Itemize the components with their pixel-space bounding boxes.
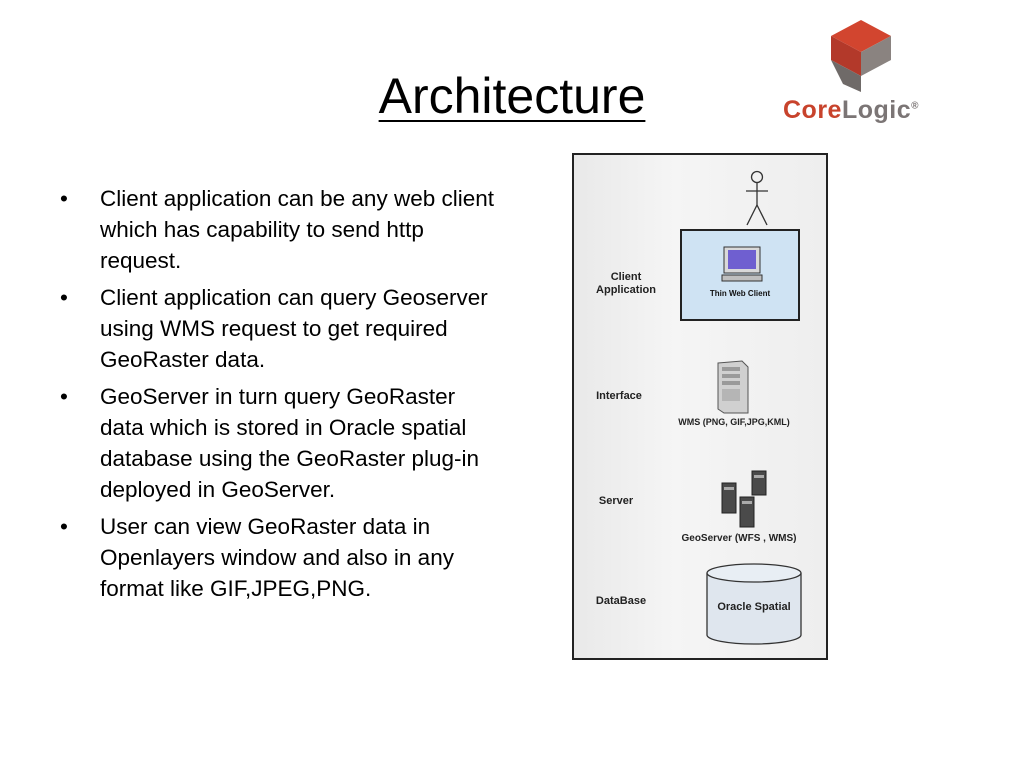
corelogic-logo: CoreLogic®: [783, 16, 943, 134]
bullet-glyph: •: [60, 186, 68, 211]
server-tower-icon: [717, 360, 749, 414]
label-database: DataBase: [595, 595, 647, 607]
bullet-item: • User can view GeoRaster data in Openlay…: [58, 511, 498, 604]
bullet-text: Client application can be any web client…: [100, 186, 494, 273]
server-cluster-icon: [721, 470, 767, 528]
database-cylinder-icon: [706, 563, 802, 645]
bullet-item: • GeoServer in turn query GeoRaster data …: [58, 381, 498, 505]
wms-label: WMS (PNG, GIF,JPG,KML): [678, 417, 790, 427]
geoserver-label: GeoServer (WFS , WMS): [681, 533, 797, 544]
slide-title: Architecture: [378, 68, 646, 124]
label-interface: Interface: [596, 390, 642, 402]
logo-core-text: Core: [783, 96, 842, 124]
architecture-diagram: Client Application Thin Web Client Inter…: [572, 153, 828, 660]
bullet-item: • Client application can be any web clien…: [58, 183, 498, 276]
client-box: Thin Web Client: [680, 229, 800, 321]
label-client-application: Client Application: [596, 271, 656, 296]
oracle-spatial-label: Oracle Spatial: [717, 601, 791, 613]
bullet-glyph: •: [60, 384, 68, 409]
bullet-list: • Client application can be any web clien…: [58, 183, 498, 610]
bullet-glyph: •: [60, 285, 68, 310]
bullet-text: User can view GeoRaster data in Openlaye…: [100, 514, 454, 601]
logo-logic-text: Logic: [841, 96, 912, 124]
logo-registered-mark: ®: [911, 100, 920, 112]
corelogic-cube-icon: [831, 20, 891, 92]
user-icon: [746, 170, 768, 226]
bullet-text: Client application can query Geoserver u…: [100, 285, 488, 372]
label-server: Server: [598, 495, 634, 507]
thin-web-client-label: Thin Web Client: [709, 289, 771, 298]
bullet-item: • Client application can query Geoserver …: [58, 282, 498, 375]
bullet-text: GeoServer in turn query GeoRaster data w…: [100, 384, 479, 502]
computer-icon: [721, 246, 763, 282]
bullet-glyph: •: [60, 514, 68, 539]
